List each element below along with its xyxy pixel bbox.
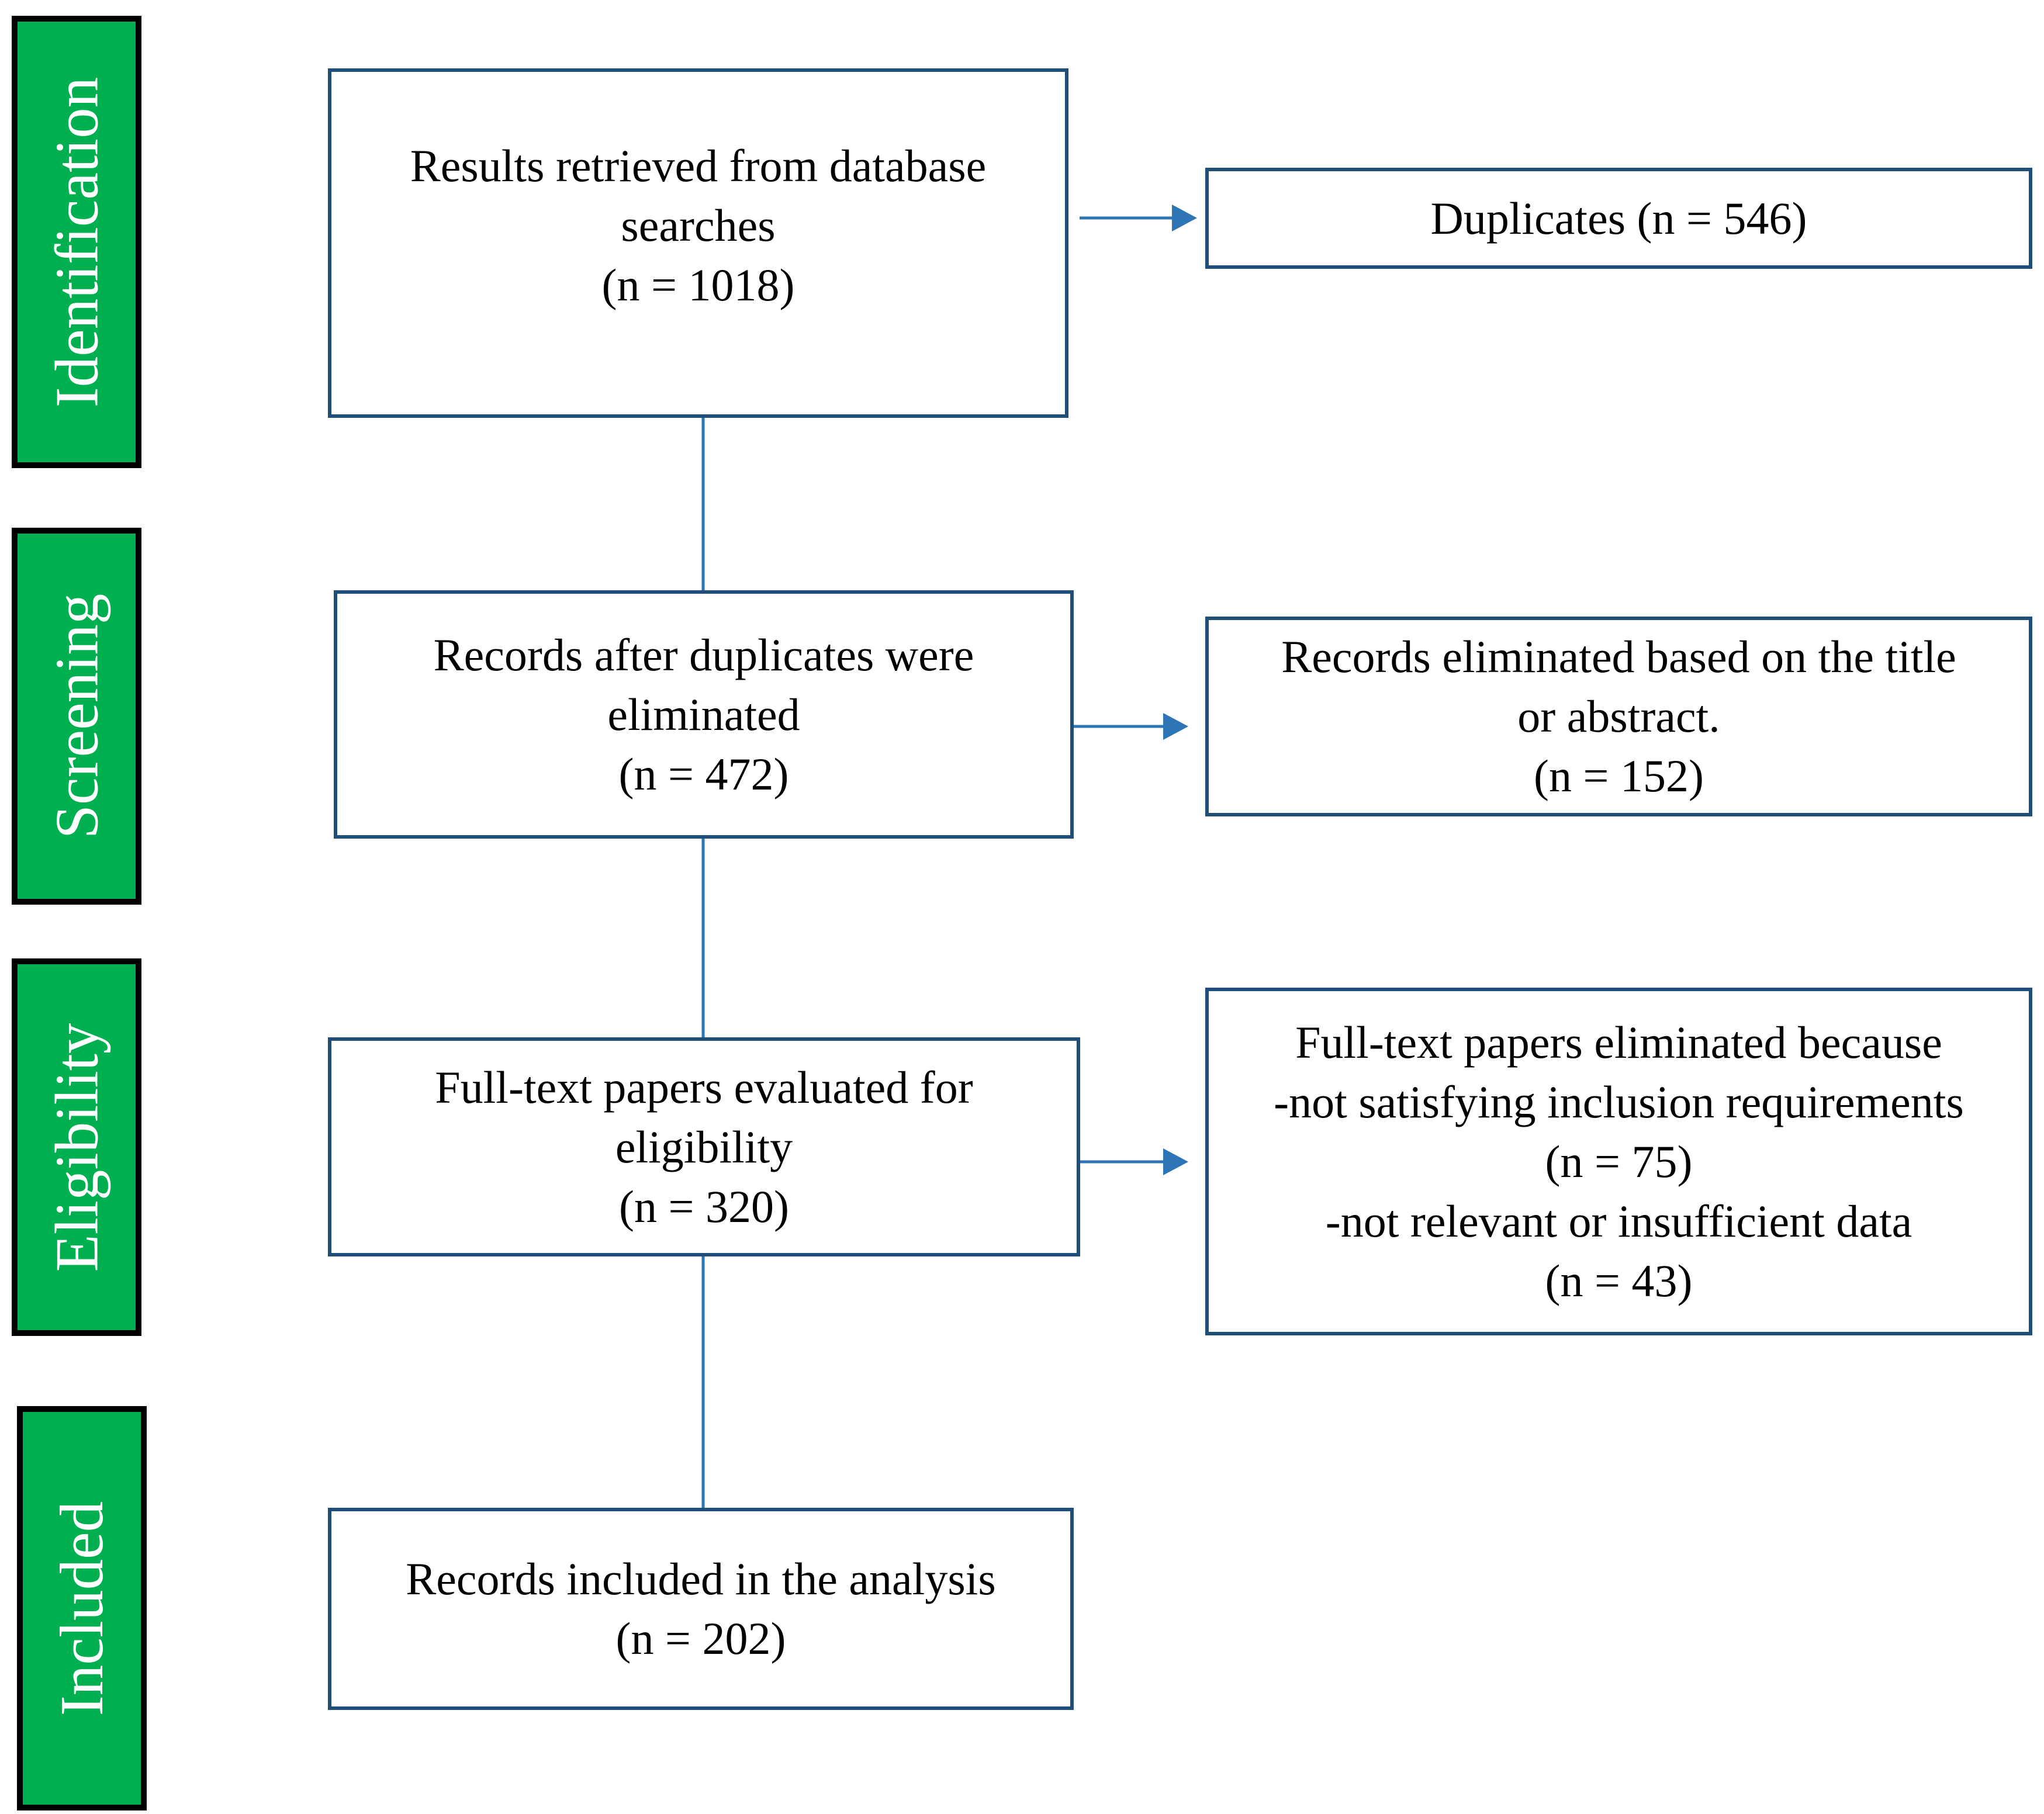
box-title-abstract-line2: or abstract. (1517, 691, 1720, 742)
box-fulltext-evaluated-line2: eligibility (615, 1121, 793, 1172)
box-records-retrieved-count: (n = 1018) (601, 259, 795, 310)
phase-identification-label: Identification (42, 77, 111, 407)
box-fulltext-excluded: Full-text papers eliminated because -not… (1205, 988, 2032, 1335)
phase-included-label: Included (47, 1501, 116, 1716)
box-fulltext-excluded-count1: (n = 75) (1545, 1136, 1693, 1187)
box-records-included-count: (n = 202) (615, 1613, 786, 1664)
box-fulltext-excluded-count2: (n = 43) (1545, 1255, 1693, 1306)
box-fulltext-evaluated: Full-text papers evaluated for eligibili… (328, 1037, 1080, 1256)
phase-eligibility: Eligibility (12, 958, 141, 1336)
box-records-screened-count: (n = 472) (618, 748, 789, 799)
phase-included: Included (17, 1406, 147, 1810)
box-title-abstract-excluded: Records eliminated based on the title or… (1205, 617, 2032, 816)
box-records-screened-line1: Records after duplicates were (433, 629, 974, 680)
arrowhead-title-abstract (1163, 713, 1188, 740)
box-fulltext-evaluated-line1: Full-text papers evaluated for (435, 1061, 973, 1113)
arrowhead-duplicates (1172, 205, 1197, 231)
box-records-screened: Records after duplicates were eliminated… (334, 590, 1074, 839)
box-records-retrieved-line1: Results retrieved from database (410, 140, 987, 191)
box-records-retrieved: Results retrieved from database searches… (328, 68, 1068, 418)
box-records-retrieved-line2: searches (621, 200, 776, 251)
box-title-abstract-count: (n = 152) (1534, 750, 1704, 801)
box-fulltext-excluded-line2: -not satisfying inclusion requirements (1274, 1076, 1964, 1127)
phase-eligibility-label: Eligibility (42, 1023, 111, 1272)
box-duplicates-text: Duplicates (n = 546) (1430, 192, 1807, 244)
box-records-screened-line2: eliminated (607, 688, 800, 740)
phase-identification: Identification (12, 16, 141, 468)
box-records-included-line1: Records included in the analysis (406, 1553, 996, 1604)
box-duplicates: Duplicates (n = 546) (1205, 168, 2032, 269)
box-fulltext-excluded-line1: Full-text papers eliminated because (1295, 1016, 1942, 1068)
box-title-abstract-line1: Records eliminated based on the title (1281, 631, 1956, 682)
box-fulltext-evaluated-count: (n = 320) (619, 1181, 789, 1232)
box-records-included: Records included in the analysis (n = 20… (328, 1508, 1074, 1710)
arrowhead-fulltext-excluded (1163, 1148, 1188, 1175)
box-fulltext-excluded-line3: -not relevant or insufficient data (1325, 1195, 1912, 1247)
phase-screening-label: Screening (42, 593, 111, 839)
phase-screening: Screening (12, 528, 141, 905)
